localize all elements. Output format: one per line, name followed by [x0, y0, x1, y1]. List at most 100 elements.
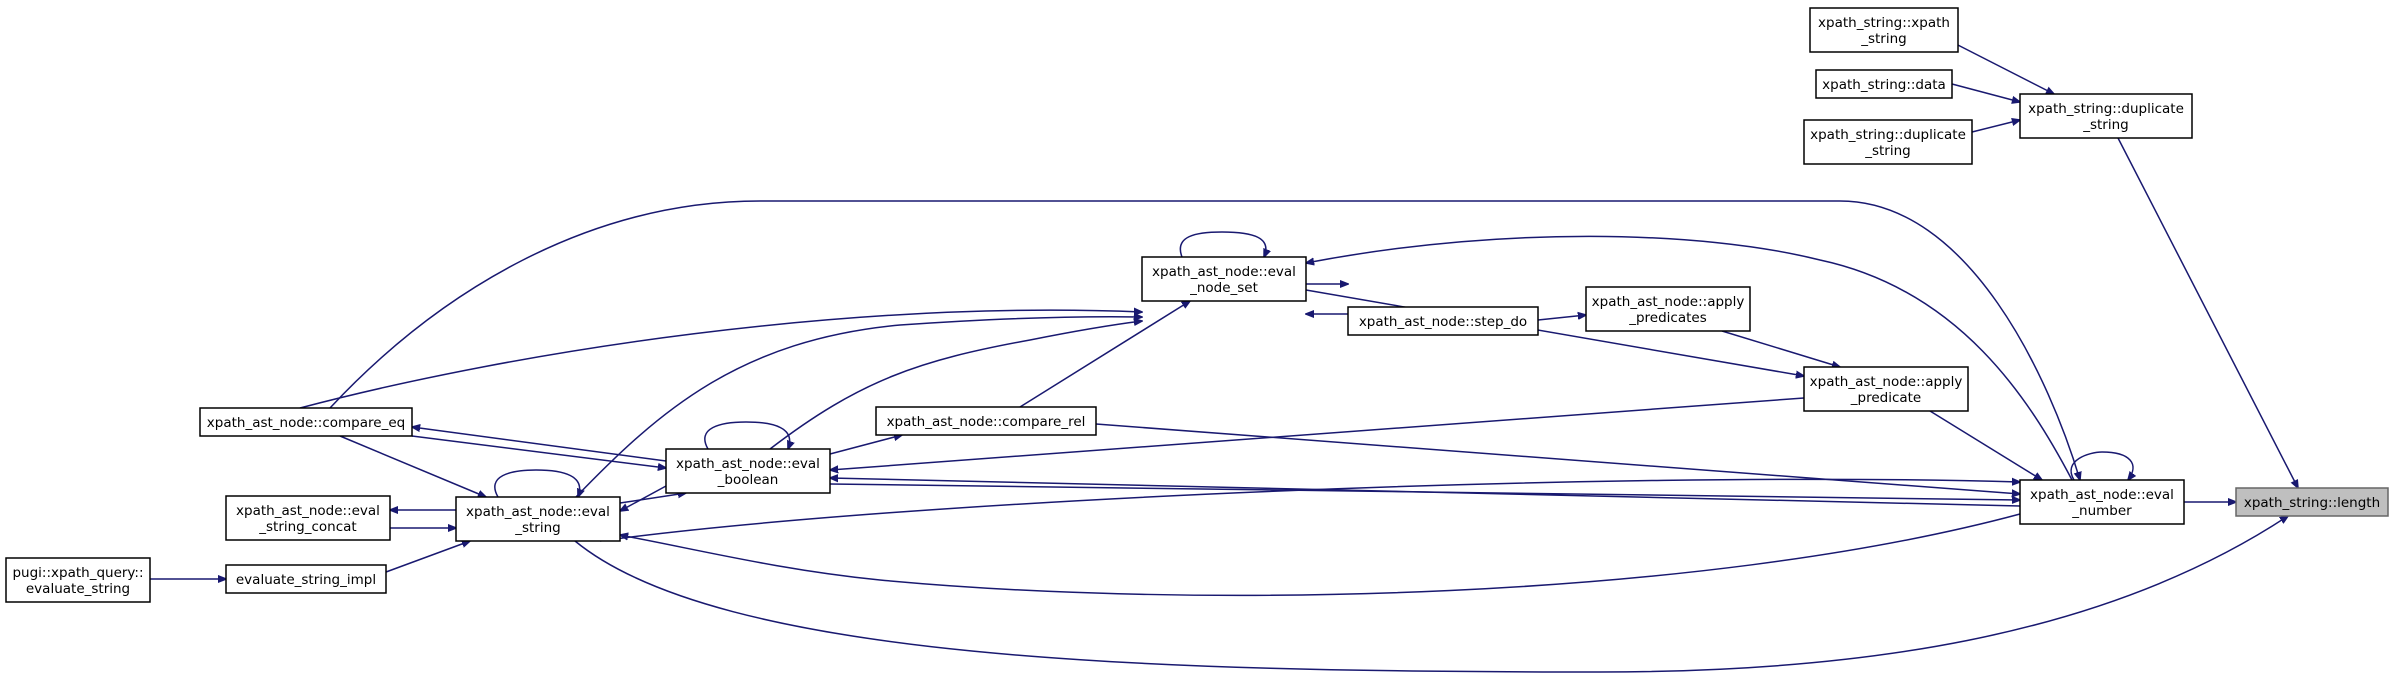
edge-arrow	[1019, 301, 1190, 408]
node-label: evaluate_string_impl	[236, 572, 376, 588]
edge-arrow	[830, 397, 1805, 470]
node-label: xpath_ast_node::eval	[676, 456, 820, 472]
node-label: _predicates	[1628, 310, 1707, 326]
node-eval-string[interactable]: xpath_ast_node::eval_string	[455, 496, 621, 542]
edge-eval-boolean-to-eval-node-set	[769, 321, 1142, 450]
edge-eval-boolean-to-compare-eq	[412, 427, 667, 462]
edge-compare-eq-to-eval-number	[329, 200, 2080, 480]
node-step-do[interactable]: xpath_ast_node::step_do	[1347, 306, 1539, 336]
edge-arrow	[1537, 315, 1586, 321]
edge-arrow	[412, 427, 667, 462]
node-length[interactable]: xpath_string::length	[2235, 487, 2389, 517]
edge-arrow	[1951, 83, 2020, 102]
edge-arrow	[299, 310, 1142, 409]
edge-eval-boolean-to-eval-boolean	[704, 421, 790, 449]
node-label: xpath_ast_node::step_do	[1359, 314, 1527, 330]
edge-apply-predicates-to-apply-predicate	[1721, 330, 1840, 367]
node-compare-rel[interactable]: xpath_ast_node::compare_rel	[875, 406, 1097, 436]
node-apply-predicate[interactable]: xpath_ast_node::apply_predicate	[1803, 366, 1969, 412]
node-xs-xpath-string[interactable]: xpath_string::xpath_string	[1809, 7, 1959, 53]
edge-arrow	[830, 478, 2021, 507]
node-label: xpath_ast_node::compare_eq	[207, 415, 405, 431]
edge-arrow	[1951, 41, 2054, 94]
edge-arrow	[769, 321, 1142, 450]
edge-arrow	[574, 516, 2288, 673]
edge-eval-number-to-eval-number	[2070, 451, 2133, 480]
edge-xs-dup-string2-to-dup-string	[1971, 120, 2020, 133]
node-box	[1815, 69, 1953, 99]
node-xs-data[interactable]: xpath_string::data	[1815, 69, 1953, 99]
edge-eval-string-to-eval-string	[494, 469, 580, 497]
edge-arrow	[575, 317, 1142, 498]
node-eval-boolean[interactable]: xpath_ast_node::eval_boolean	[665, 448, 831, 494]
edge-arrow	[620, 513, 2021, 597]
node-box	[1141, 256, 1307, 302]
node-box	[2019, 479, 2185, 525]
node-eval-string-concat[interactable]: xpath_ast_node::eval_string_concat	[225, 495, 391, 541]
node-box	[225, 495, 391, 541]
node-label: xpath_string::duplicate	[2028, 101, 2184, 117]
edge-evaluate-string-impl-to-eval-string	[385, 541, 470, 573]
edge-arrow	[2070, 451, 2133, 480]
node-box	[2019, 93, 2193, 139]
node-label: evaluate_string	[26, 581, 130, 597]
edge-arrow	[1179, 231, 1266, 257]
edge-compare-eq-to-eval-node-set	[299, 310, 1142, 409]
edge-eval-number-to-eval-string	[620, 513, 2021, 597]
edge-step-do-to-apply-predicates	[1537, 315, 1586, 321]
edge-arrow	[329, 200, 2080, 480]
node-eval-number[interactable]: xpath_ast_node::eval_number	[2019, 479, 2185, 525]
node-label: _string	[514, 520, 561, 536]
edge-arrow	[620, 485, 667, 511]
node-label: xpath_ast_node::apply	[1592, 294, 1745, 310]
node-query-evaluate-string[interactable]: pugi::xpath_query::evaluate_string	[5, 557, 151, 603]
node-label: _string_concat	[258, 519, 356, 535]
edge-arrow	[339, 435, 486, 497]
node-eval-node-set[interactable]: xpath_ast_node::eval_node_set	[1141, 256, 1307, 302]
node-box	[5, 557, 151, 603]
edge-arrow	[385, 541, 470, 573]
edge-arrow	[411, 435, 666, 468]
node-label: xpath_string::data	[1822, 77, 1946, 93]
edge-eval-string-to-eval-node-set	[575, 317, 1142, 498]
edge-arrow	[704, 421, 790, 449]
node-box	[199, 407, 413, 437]
edge-eval-boolean-to-compare-rel	[829, 435, 902, 455]
nodes-layer: xpath_string::lengthxpath_ast_node::eval…	[5, 7, 2389, 603]
node-box	[1347, 306, 1539, 336]
edges-layer	[150, 41, 2298, 673]
edge-arrow	[1971, 120, 2020, 133]
node-label: _boolean	[717, 472, 779, 488]
node-label: _node_set	[1189, 280, 1258, 296]
node-label: _predicate	[1850, 390, 1922, 406]
edge-eval-number-to-eval-node-set	[1306, 235, 2073, 481]
node-apply-predicates[interactable]: xpath_ast_node::apply_predicates	[1585, 286, 1751, 332]
node-dup-string[interactable]: xpath_string::duplicate_string	[2019, 93, 2193, 139]
node-label: xpath_string::duplicate	[1810, 127, 1966, 143]
node-box	[225, 564, 387, 594]
edge-arrow	[1929, 410, 2042, 480]
node-box	[1809, 7, 1959, 53]
node-evaluate-string-impl[interactable]: evaluate_string_impl	[225, 564, 387, 594]
edge-apply-predicate-to-eval-boolean	[830, 397, 1805, 470]
edge-arrow	[494, 469, 580, 497]
node-label: xpath_ast_node::apply	[1810, 374, 1963, 390]
node-label: _string	[1860, 31, 1907, 47]
edge-arrow	[1095, 423, 2020, 494]
edge-eval-boolean-to-eval-string	[620, 485, 667, 511]
node-label: xpath_ast_node::eval	[236, 503, 380, 519]
node-label: xpath_ast_node::eval	[1152, 264, 1296, 280]
edge-compare-rel-to-eval-number	[1095, 423, 2020, 494]
edge-apply-predicate-to-eval-number	[1929, 410, 2042, 480]
edge-arrow	[1306, 235, 2073, 481]
edge-compare-eq-to-eval-boolean	[411, 435, 666, 468]
node-box	[1803, 366, 1969, 412]
node-compare-eq[interactable]: xpath_ast_node::compare_eq	[199, 407, 413, 437]
node-label: _string	[2082, 117, 2129, 133]
edge-xs-xpath-string-to-dup-string	[1951, 41, 2054, 94]
node-xs-dup-string2[interactable]: xpath_string::duplicate_string	[1803, 119, 1973, 165]
node-box	[1585, 286, 1751, 332]
node-box	[875, 406, 1097, 436]
node-label: xpath_ast_node::eval	[2030, 487, 2174, 503]
